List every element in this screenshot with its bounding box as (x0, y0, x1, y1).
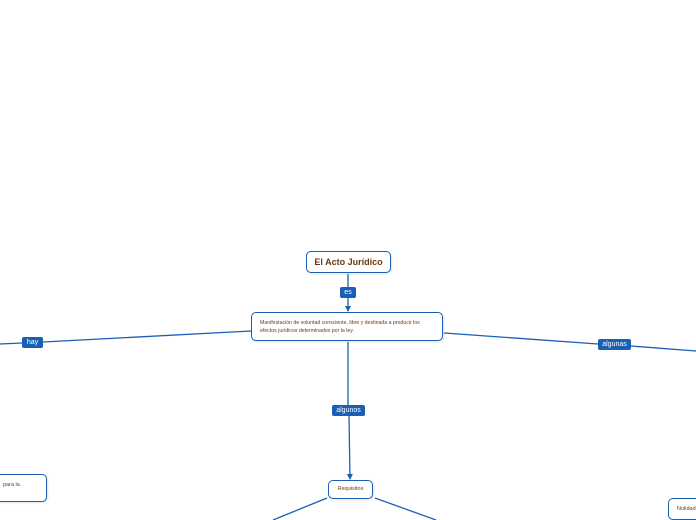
main-topic-node[interactable]: El Acto Jurídico (306, 251, 391, 273)
definition-text: Manifestación de voluntad consciente, li… (260, 320, 420, 334)
link-hay-to-left (0, 342, 23, 345)
edge-label-hay[interactable]: hay (22, 337, 43, 348)
link-requisitos-left-branch (272, 497, 328, 520)
link-algunas-to-right (630, 345, 696, 352)
requirements-text: Requisitos (337, 486, 364, 492)
link-requisitos-right-branch (374, 497, 437, 520)
edge-label-es[interactable]: es (340, 287, 356, 298)
link-definition-to-hay (42, 330, 252, 343)
edge-label-algunas[interactable]: algunas (598, 339, 631, 350)
right-partial-node[interactable]: Nulidad (668, 498, 696, 520)
definition-node[interactable]: Manifestación de voluntad consciente, li… (251, 312, 443, 341)
edge-label-algunos[interactable]: algunos (332, 405, 365, 416)
link-algunos-to-requisitos (346, 415, 353, 480)
requirements-node[interactable]: Requisitos (328, 480, 373, 499)
main-topic-text: El Acto Jurídico (314, 257, 383, 267)
edge-label-hay-text: hay (26, 339, 39, 346)
edge-label-algunos-text: algunos (336, 407, 361, 414)
edge-label-algunas-text: algunas (602, 341, 627, 348)
edge-label-es-text: es (344, 289, 352, 296)
left-partial-node[interactable]: para la (0, 474, 47, 502)
right-partial-text: Nulidad (677, 506, 696, 512)
left-partial-text: para la (3, 482, 20, 488)
link-definition-to-algunas (443, 332, 599, 345)
